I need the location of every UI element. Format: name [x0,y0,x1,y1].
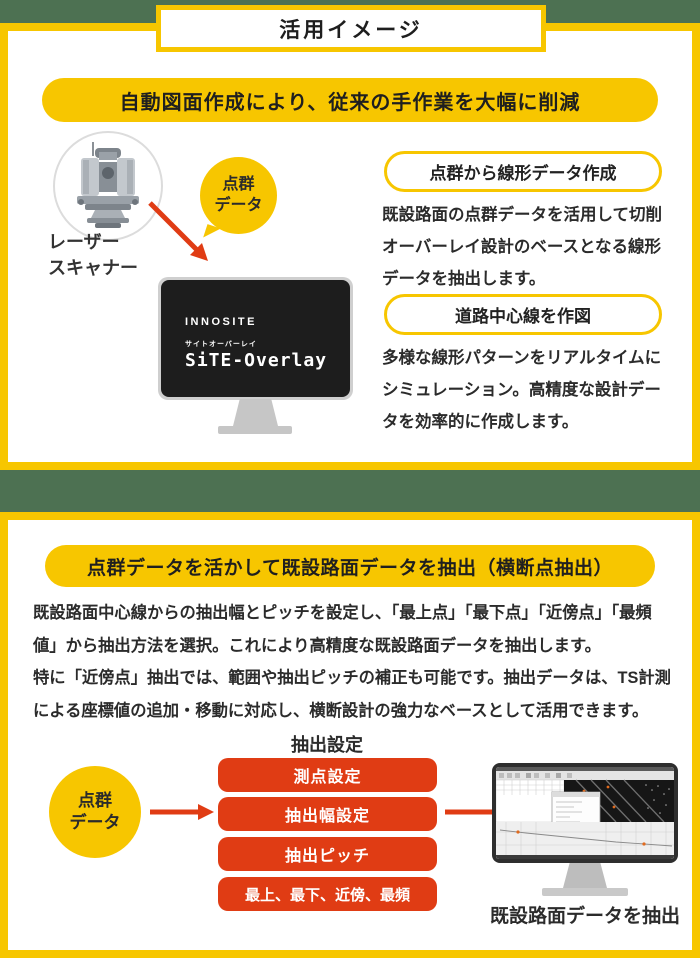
feature2-description: 多様な線形パターンをリアルタイムにシミュレーション。高精度な設計データを効率的に… [382,349,662,432]
feature-box-linear-data: 点群から線形データ作成 [384,151,662,192]
section2-header: 点群データを活かして既設路面データを抽出（横断点抽出） [45,545,655,587]
point-cloud-bubble2-line1: 点群 [78,790,112,810]
point-cloud-bubble: 点群 データ [200,157,277,234]
page-title: 活用イメージ [279,18,423,42]
monitor-site-overlay: INNOSITE サイトオーバーレイ SiTE-Overlay [158,277,353,400]
button-label: 測点設定 [293,769,362,786]
section2-body-text: 既設路面中心線からの抽出幅とピッチを設定し、「最上点」「最下点」「近傍点」「最頻… [33,597,673,727]
feature2-title: 道路中心線を作図 [455,307,591,326]
body-line: 値」から抽出方法を選択。これにより高精度な既設路面データを抽出します。 [33,636,601,655]
monitor2-caption: 既設路面データを抽出 [489,906,680,927]
laser-scanner-label: レーザー スキャナー [48,229,178,281]
section2-header-label: 点群データを活かして既設路面データを抽出（横断点抽出） [87,557,613,579]
product-name-logo: SiTE-Overlay [185,350,328,371]
feature1-title: 点群から線形データ作成 [429,164,617,183]
product-kana-label: サイトオーバーレイ [185,341,257,348]
body-line: による座標値の追加・移動に対応し、横断設計の強力なベースとして活用できます。 [33,701,649,720]
laser-scanner-label-line1: レーザー [48,232,120,252]
button-label: 最上、最下、近傍、最頻 [244,886,410,904]
extraction-settings-label: 抽出設定 [291,735,363,755]
button-label: 抽出ピッチ [284,848,370,865]
section1-header: 自動図面作成により、従来の手作業を大幅に削減 [42,78,658,122]
button-extraction-width: 抽出幅設定 [218,797,437,831]
cad-app-window [496,767,674,859]
point-cloud-bubble-2: 点群 データ [49,766,141,858]
arrow-right-icon [150,804,214,820]
monitor-cad-screenshot [492,763,678,863]
button-label: 抽出幅設定 [284,808,370,825]
point-cloud-bubble-line1: 点群 [222,175,255,193]
button-extraction-methods: 最上、最下、近傍、最頻 [218,877,437,911]
brand-logo: INNOSITE [185,316,257,328]
body-line: 特に「近傍点」抽出では、範囲や抽出ピッチの補正も可能です。抽出データは、TS計測 [33,669,671,688]
point-cloud-bubble-line2: データ [214,196,263,214]
page-title-box: 活用イメージ [156,5,546,52]
cad-screenshot [496,767,674,859]
laser-scanner-label-line2: スキャナー [48,258,138,279]
button-station-setting: 測点設定 [218,758,437,792]
monitor2-base [542,888,628,896]
monitor2-stand [563,863,607,888]
section1-header-label: 自動図面作成により、従来の手作業を大幅に削減 [119,91,581,114]
body-line: 既設路面中心線からの抽出幅とピッチを設定し、「最上点」「最下点」「近傍点」「最頻 [33,604,652,622]
software-logo: INNOSITE サイトオーバーレイ SiTE-Overlay [185,316,327,371]
feature-box-centerline: 道路中心線を作図 [384,294,662,335]
laser-scanner-icon [77,142,139,228]
point-cloud-bubble2-line2: データ [69,813,121,832]
monitor-base [218,426,292,434]
page-title-box-inner: 活用イメージ [161,10,541,47]
button-extraction-pitch: 抽出ピッチ [218,837,437,871]
monitor-screen: INNOSITE サイトオーバーレイ SiTE-Overlay [161,280,350,397]
feature1-description: 既設路面の点群データを活用して切削オーバーレイ設計のベースとなる線形データを抽出… [382,206,663,289]
arrow-down-right-icon [148,201,208,261]
laser-scanner-illustration [53,131,163,241]
monitor-stand [233,399,278,426]
